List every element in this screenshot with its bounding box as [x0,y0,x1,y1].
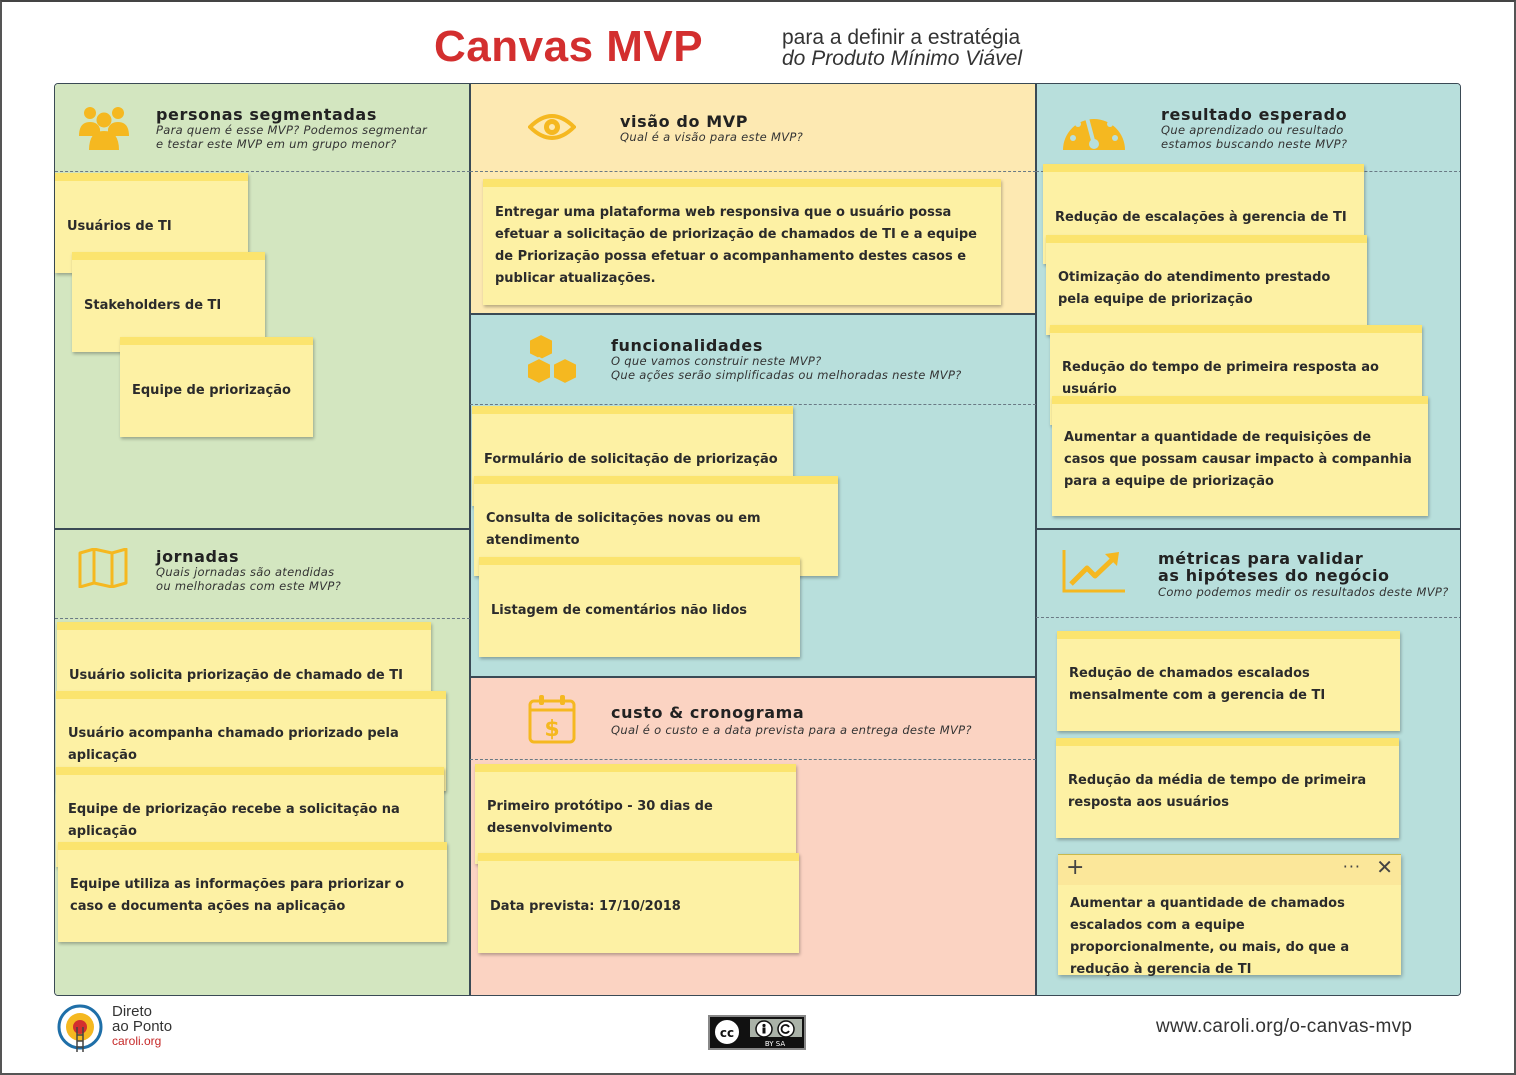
section-question-jornadas: Quais jornadas são atendidas ou melhorad… [156,565,341,593]
sticky-note[interactable]: Listagem de comentários não lidos [479,557,800,657]
map-icon [78,548,128,588]
divider [1036,528,1460,530]
section-question-visao: Qual é a visão para este MVP? [620,130,804,144]
gauge-icon [1063,112,1125,150]
section-question-custo: Qual é o custo e a data prevista para a … [611,723,972,737]
sticky-note[interactable]: Equipe de priorização [120,337,313,437]
people-icon [79,107,129,150]
sticky-note[interactable]: Otimização do atendimento prestado pela … [1046,235,1367,335]
dashed-divider [55,171,470,172]
divider [470,313,1036,315]
sticky-note-toolbar: + ··· ✕ [1058,855,1401,885]
section-title-jornadas: jornadas [156,547,240,566]
logo-text: Direto ao Ponto caroli.org [112,1003,173,1048]
dashed-divider [470,404,1036,405]
section-title-funcionalidades: funcionalidades [611,336,763,355]
sticky-note[interactable]: Stakeholders de TI [72,252,265,352]
divider [470,676,1036,678]
dashed-divider [1036,617,1460,618]
cc-icon: cc BY SA [710,1017,804,1048]
cubes-icon [526,332,578,384]
menu-button[interactable]: ··· [1342,857,1361,876]
subtitle-line-2: do Produto Mínimo Viável [782,47,1023,70]
direto-ao-ponto-logo-icon [57,1004,103,1052]
section-title-resultado: resultado esperado [1161,105,1348,124]
svg-text:$: $ [544,717,559,742]
footer-url-link[interactable]: www.caroli.org/o-canvas-mvp [1156,1016,1413,1037]
chart-up-icon [1062,550,1125,593]
svg-text:cc: cc [720,1026,734,1040]
sticky-note-text[interactable]: Aumentar a quantidade de chamados escala… [1070,896,1350,977]
calendar-dollar-icon: $ [528,695,576,744]
page-title: Canvas MVP [434,22,704,71]
sticky-note[interactable]: Redução da média de tempo de primeira re… [1056,738,1399,838]
dashed-divider [470,171,1036,172]
section-question-resultado: Que aprendizado ou resultado estamos bus… [1161,123,1348,151]
section-title-personas: personas segmentadas [156,105,377,124]
page-subtitle: para a definir a estratégia do Produto M… [782,27,1022,69]
section-question-metricas: Como podemos medir os resultados deste M… [1158,585,1449,599]
section-title-custo: custo & cronograma [611,703,805,722]
close-note-button[interactable]: ✕ [1376,855,1393,879]
divider [1035,84,1037,995]
divider [469,84,471,995]
sticky-note[interactable]: Equipe utiliza as informações para prior… [58,842,447,942]
subtitle-line-1: para a definir a estratégia [782,26,1021,49]
sticky-note[interactable]: Aumentar a quantidade de requisições de … [1052,396,1428,516]
svg-text:BY SA: BY SA [765,1040,785,1048]
sticky-note-editing[interactable]: + ··· ✕ Aumentar a quantidade de chamado… [1058,854,1401,977]
creative-commons-badge: cc BY SA [708,1015,806,1050]
divider [55,528,470,530]
sticky-note[interactable]: Redução de chamados escalados mensalment… [1057,631,1400,731]
dashed-divider [55,618,470,619]
sticky-note[interactable]: Data prevista: 17/10/2018 [478,853,799,953]
dashed-divider [470,759,1036,760]
add-note-button[interactable]: + [1066,855,1085,880]
section-title-metricas: métricas para validar as hipóteses do ne… [1158,549,1390,585]
sticky-note[interactable]: Entregar uma plataforma web responsiva q… [483,179,1001,305]
section-question-personas: Para quem é esse MVP? Podemos segmentar … [156,123,428,151]
sticky-note[interactable]: Primeiro protótipo - 30 dias de desenvol… [475,764,796,864]
section-title-visao: visão do MVP [620,112,749,131]
eye-icon [528,114,576,140]
section-question-funcionalidades: O que vamos construir neste MVP? Que açõ… [611,354,962,382]
